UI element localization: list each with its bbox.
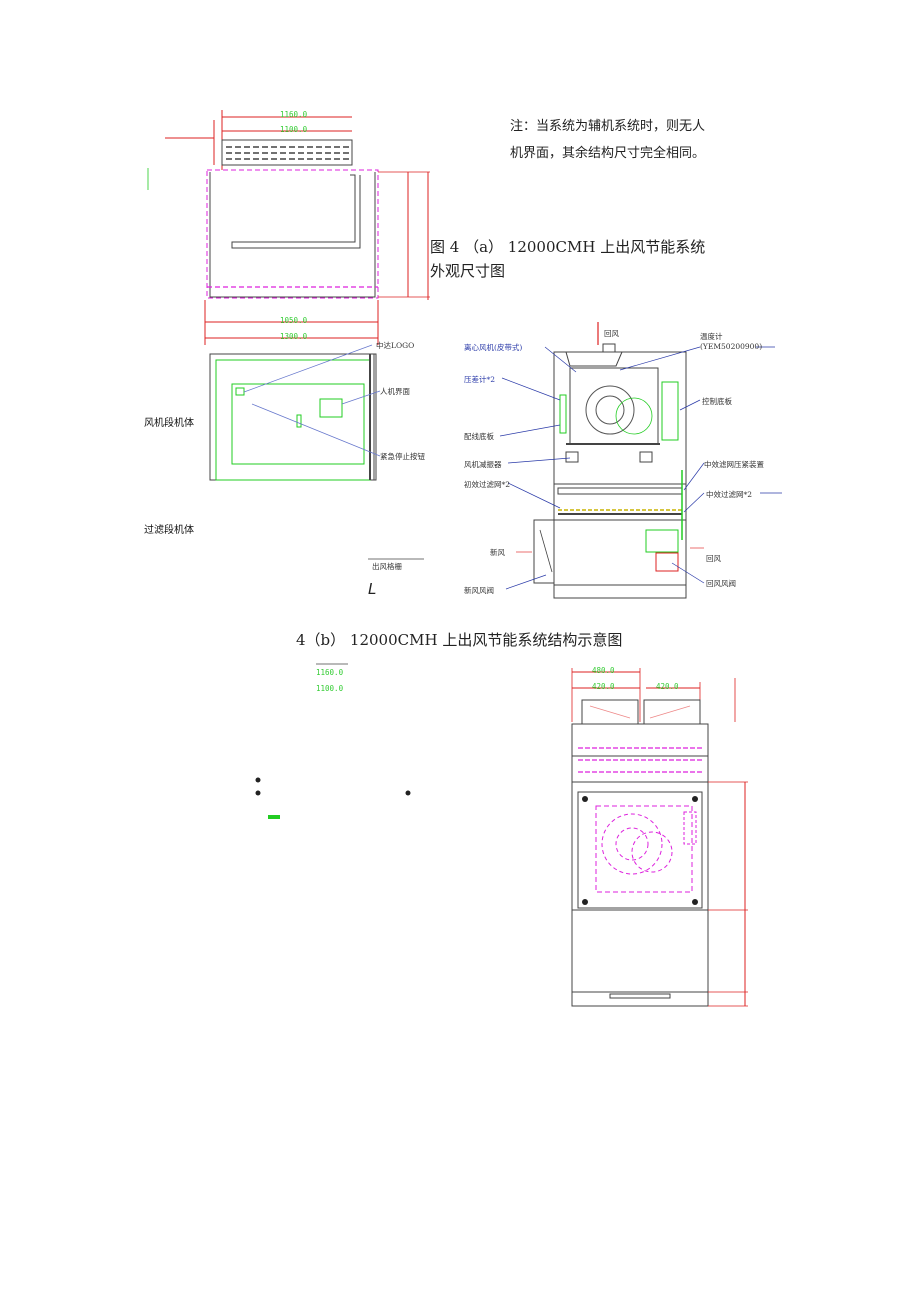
label-mid-filter: 中效过滤网*2 (706, 490, 753, 499)
note-line-1: 注：当系统为辅机系统时，则无人 (510, 119, 706, 134)
fig4a-caption-line-1: 图 4 （a） 12000CMH 上出风节能系统 (430, 238, 706, 256)
dim-side-w3: 420.0 (656, 682, 679, 691)
label-return-damper: 回风风阀 (706, 579, 736, 588)
fig4b-structure-drawing (499, 322, 782, 599)
label-primary-filter: 初效过滤网*2 (464, 480, 511, 489)
faint-remnants (255, 663, 411, 819)
label-logo: 中达LOGO (376, 341, 415, 350)
section-filter: 过滤段机体 (144, 525, 194, 536)
dim-bottom-1: 1050.0 (280, 316, 308, 325)
section-fan: 风机段机体 (144, 418, 194, 429)
dim-bottom-2: 1300.0 (280, 332, 308, 341)
label-hmi: 人机界面 (380, 387, 410, 396)
label-diff-pressure: 压差计*2 (464, 375, 496, 384)
label-centrifugal-fan: 离心风机(皮带式) (464, 343, 523, 352)
note-line-2: 机界面，其余结构尺寸完全相同。 (510, 146, 706, 161)
dim-top-1: 1160.0 (280, 110, 308, 119)
label-thermometer-model: (YEM50200900) (700, 342, 763, 351)
side-view-drawing (571, 668, 748, 1007)
fig4b-caption: 4（b） 12000CMH 上出风节能系统结构示意图 (296, 631, 623, 649)
label-mid-filter-clamp: 中效滤网压紧装置 (704, 460, 764, 469)
label-outlet-air: 回风 (604, 329, 619, 338)
label-fan-damper: 风机减振器 (464, 460, 502, 469)
dim-side-2: 1100.0 (316, 684, 344, 693)
fig4a-caption-line-2: 外观尺寸图 (430, 262, 506, 280)
dim-top-2: 1100.0 (280, 125, 308, 134)
label-L: L (368, 580, 377, 598)
label-fresh-damper: 新风风阀 (464, 586, 494, 595)
label-outlet-grille: 出风格栅 (372, 562, 402, 571)
label-thermometer: 温度计 (700, 332, 723, 341)
dim-side-w2: 420.0 (592, 682, 615, 691)
dim-side-w1: 480.0 (592, 666, 615, 675)
label-return-air: 回风 (706, 554, 721, 563)
label-control-board: 控制底板 (702, 397, 732, 406)
front-view-drawing (209, 344, 424, 560)
dim-side-1: 1160.0 (316, 668, 344, 677)
label-wiring-board: 配线底板 (464, 432, 494, 441)
label-fresh-air: 新风 (490, 548, 505, 557)
label-estop: 紧急停止按钮 (380, 452, 425, 461)
fig4a-top-view (147, 110, 430, 345)
